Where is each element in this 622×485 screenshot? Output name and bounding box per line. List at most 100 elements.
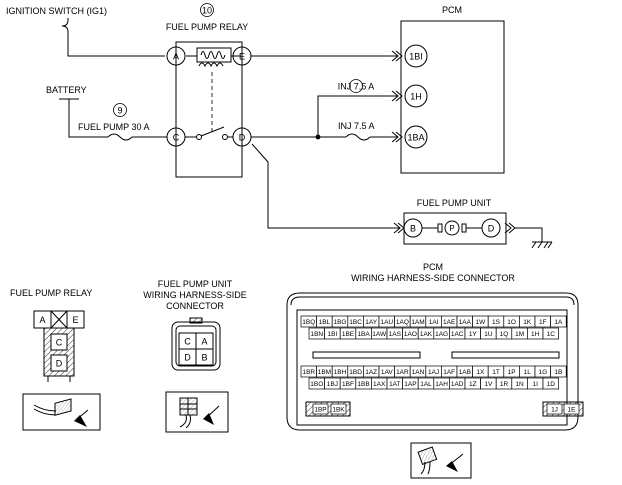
pcm-cell-1n: 1N bbox=[515, 381, 524, 388]
pcm-cell-1h: 1H bbox=[531, 331, 540, 338]
pcm-cell-1o: 1O bbox=[507, 319, 516, 326]
ignition-wire bbox=[61, 18, 165, 57]
pcm-cell-1c: 1C bbox=[547, 331, 556, 338]
relay-number-circle bbox=[200, 3, 214, 17]
pcm-cell-1ae: 1AE bbox=[443, 319, 456, 326]
relay-coil bbox=[198, 62, 224, 68]
pcm-cell-frame bbox=[550, 315, 567, 328]
pcm-pin-1ba bbox=[404, 125, 428, 149]
pcm-cell-1al: 1AL bbox=[420, 381, 432, 388]
pcm-connector-mark-3 bbox=[391, 131, 403, 143]
ground-icon bbox=[531, 241, 553, 249]
fpu-connector-view: C A D B bbox=[171, 317, 221, 371]
pcm-cell-1k: 1K bbox=[523, 319, 532, 326]
pcm-cell-1av: 1AV bbox=[381, 369, 393, 376]
pcm-cell-1ac: 1AC bbox=[451, 331, 464, 338]
pcm-cell-1bb: 1BB bbox=[357, 381, 369, 388]
pcm-pin-1bi-label: 1BI bbox=[409, 52, 423, 62]
pcm-cell-1aq: 1AQ bbox=[396, 319, 409, 326]
pcm-cell-frame bbox=[542, 377, 559, 390]
pump-brush-left bbox=[437, 223, 443, 233]
pcm-cell-1af: 1AF bbox=[443, 369, 455, 376]
pump-brush-right bbox=[461, 223, 467, 233]
pcm-cell-1bk: 1BK bbox=[332, 407, 345, 414]
pump-motor-label: P bbox=[449, 224, 454, 233]
pcm-cell-1ak: 1AK bbox=[420, 331, 433, 338]
fpu-connector-hand-icon bbox=[165, 391, 229, 433]
pcm-cell-1bi: 1BI bbox=[328, 331, 338, 338]
pcm-cell-1r: 1R bbox=[500, 381, 509, 388]
pcm-cell-1y: 1Y bbox=[469, 331, 478, 338]
pcm-pin-1h-label: 1H bbox=[410, 92, 422, 102]
relay-cell-a: A bbox=[39, 315, 45, 325]
relay-connector-title: FUEL PUMP RELAY bbox=[10, 288, 92, 298]
relay-connector-view: A E C D bbox=[33, 310, 85, 382]
inj-fuse-label: INJ 7.5 A bbox=[338, 121, 375, 131]
wire-splice-to-1h bbox=[317, 95, 398, 137]
fuel-pump-fuse bbox=[107, 133, 133, 141]
pcm-connector-outline bbox=[286, 292, 579, 431]
pcm-cell-1bn: 1BN bbox=[310, 331, 323, 338]
pcm-pin-1h bbox=[404, 84, 428, 108]
fpu-cell-d: D bbox=[184, 353, 191, 363]
relay-pin-a bbox=[166, 46, 186, 66]
relay-pin-a-label: A bbox=[173, 52, 179, 62]
switch-contact-right bbox=[222, 134, 228, 140]
pcm-cell-1u: 1U bbox=[484, 331, 493, 338]
fuel-pump-relay-box bbox=[175, 41, 243, 178]
pcm-slot-left bbox=[312, 351, 421, 359]
pump-motor bbox=[444, 220, 460, 236]
wire-d-to-pump bbox=[251, 143, 400, 229]
pcm-cell-1ah: 1AH bbox=[435, 381, 448, 388]
pcm-cell-1an: 1AN bbox=[412, 369, 425, 376]
pcm-cell-1br: 1BR bbox=[302, 369, 315, 376]
pcm-pin-1ba-label: 1BA bbox=[407, 133, 424, 143]
pcm-cell-1ab: 1AB bbox=[459, 369, 471, 376]
relay-title: FUEL PUMP RELAY bbox=[166, 22, 248, 32]
pcm-cell-1ay: 1AY bbox=[365, 319, 377, 326]
fuse1-number-circle bbox=[113, 103, 127, 117]
pcm-cell-1bf: 1BF bbox=[342, 381, 354, 388]
pcm-label: PCM bbox=[442, 5, 462, 15]
pcm-cell-1l: 1L bbox=[524, 369, 532, 376]
pcm-slot-right bbox=[451, 351, 560, 359]
pcm-pin-1bi bbox=[404, 44, 428, 68]
relay-resistor bbox=[200, 51, 226, 59]
relay-cell-c: C bbox=[56, 338, 63, 348]
pcm-connector-mark-2 bbox=[391, 90, 403, 102]
pcm-cell-1p: 1P bbox=[508, 369, 516, 376]
pcm-cell-1v: 1V bbox=[484, 381, 493, 388]
relay-number: 10 bbox=[202, 6, 212, 16]
pcm-cell-1ad: 1AD bbox=[451, 381, 464, 388]
pcm-cell-1at: 1AT bbox=[389, 381, 400, 388]
pcm-cell-1bq: 1BQ bbox=[302, 319, 315, 326]
relay-pin-e-label: E bbox=[239, 52, 245, 62]
relay-cell-e: E bbox=[72, 315, 78, 325]
relay-cell-d: D bbox=[56, 359, 63, 369]
fuel-pump-unit-label: FUEL PUMP UNIT bbox=[417, 198, 492, 208]
relay-coil-frame bbox=[196, 47, 232, 63]
pcm-cell-frame bbox=[550, 365, 567, 378]
pcm-cell-1ao: 1AO bbox=[404, 331, 417, 338]
pcm-cell-frame bbox=[542, 327, 559, 340]
fpu-pin-b-label: B bbox=[410, 224, 416, 234]
fpu-cell-b: B bbox=[201, 353, 207, 363]
fpu-cell-a: A bbox=[201, 337, 207, 347]
pcm-cell-1x: 1X bbox=[476, 369, 485, 376]
pcm-cell-1w: 1W bbox=[476, 319, 487, 326]
pcm-cell-1am: 1AM bbox=[411, 319, 424, 326]
pcm-cell-1bo: 1BO bbox=[310, 381, 323, 388]
pcm-cell-1e: 1E bbox=[568, 407, 577, 414]
pcm-cell-1q: 1Q bbox=[500, 331, 509, 338]
battery-wire bbox=[68, 99, 108, 138]
pcm-connector-mark-1 bbox=[391, 50, 403, 62]
fuse2-number-circle bbox=[349, 79, 363, 93]
pcm-cell-1a: 1A bbox=[554, 319, 563, 326]
pcm-cell-1bj: 1BJ bbox=[327, 381, 338, 388]
pcm-cell-1bc: 1BC bbox=[349, 319, 362, 326]
pcm-cell-1ag: 1AG bbox=[435, 331, 448, 338]
pcm-cell-1f: 1F bbox=[539, 319, 547, 326]
